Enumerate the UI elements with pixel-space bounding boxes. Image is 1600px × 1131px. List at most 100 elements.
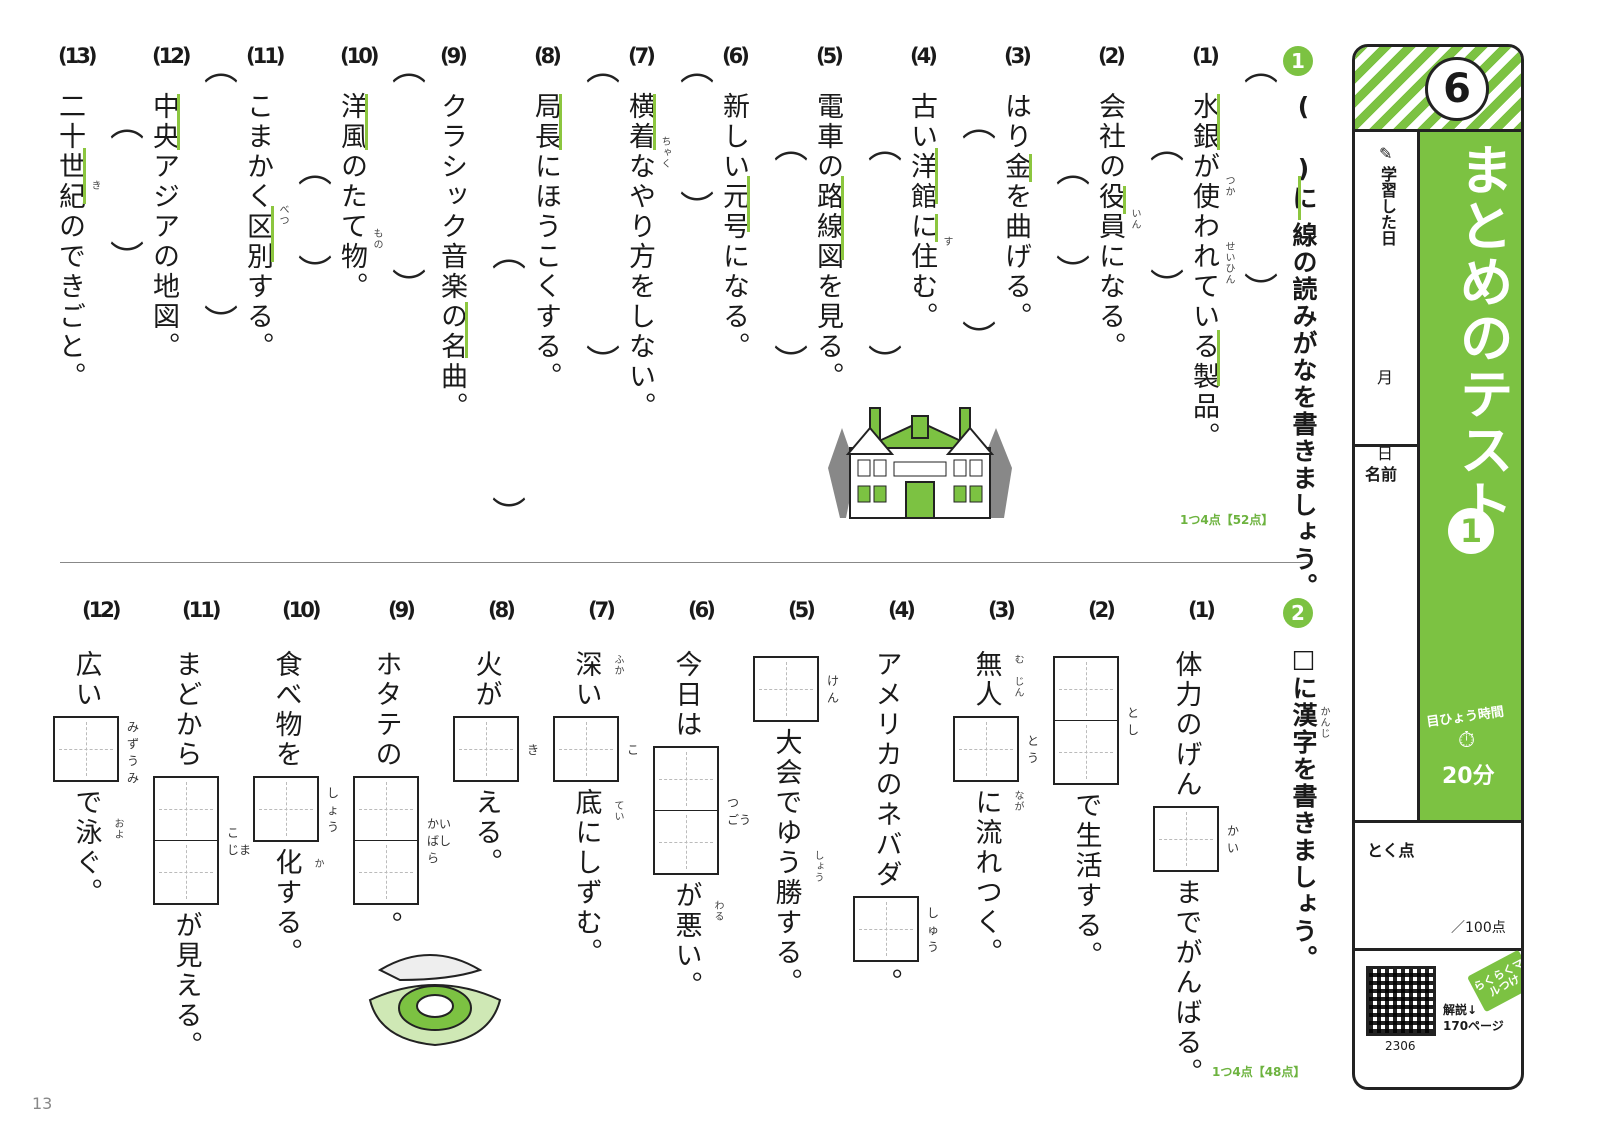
answer-paren-close[interactable]: ︶ [1056, 253, 1090, 293]
answer-paren-open[interactable]: ︵ [868, 127, 902, 167]
answer-paren-close[interactable]: ︶ [204, 303, 238, 343]
section2-instruction-ruby: かんじ [1318, 706, 1329, 739]
box-ruby: かい [1227, 824, 1240, 855]
kanji-answer-box[interactable]: かい [1153, 806, 1239, 872]
kanji-answer-box[interactable]: みずうみ [53, 716, 139, 785]
kanji-answer-box[interactable]: こ [553, 716, 639, 782]
answer-paren-close[interactable]: ︶ [586, 343, 620, 383]
answer-paren-open[interactable]: ︵ [298, 151, 332, 191]
s2-after: が悪い。 [670, 881, 702, 1001]
s2-item-number: (11) [182, 598, 221, 622]
s1-sentence: 二十世紀のできごと。 [54, 92, 85, 392]
answer-paren-open[interactable]: ︵ [680, 49, 714, 89]
kanji-answer-box[interactable]: しょう [253, 776, 339, 842]
kanji-answer-box[interactable]: かい ばしら [353, 776, 463, 905]
answer-paren-open[interactable]: ︵ [774, 127, 808, 167]
s1-item-number: (5) [816, 44, 844, 68]
s2-ruby: なが [1012, 790, 1023, 812]
s2-item: 広い みずうみ で泳ぐ。 [53, 650, 139, 908]
answer-paren-close[interactable]: ︶ [1244, 271, 1278, 311]
target-line [841, 176, 844, 260]
section2-points: 1つ4点【48点】 [1212, 1065, 1306, 1079]
s1-item-number: (4) [910, 44, 938, 68]
s2-item-number: (4) [888, 598, 916, 622]
answer-paren-close[interactable]: ︶ [868, 343, 902, 383]
s1-sentence: 局長にほうこくする。 [530, 92, 561, 392]
s2-before: 体力のげん [1170, 650, 1202, 800]
answer-paren-open[interactable]: ︵ [204, 49, 238, 89]
s2-item: ホタテの かい ばしら 。 [353, 650, 463, 941]
side-panel: 6 ✎ 学習した日 月 日 名前 まとめのテスト 1 目ひょう時間 ⏱ 20分 … [1352, 44, 1524, 1090]
answer-paren-open[interactable]: ︵ [392, 49, 426, 89]
answer-paren-close[interactable]: ︶ [680, 189, 714, 229]
answer-paren-close[interactable]: ︶ [298, 253, 332, 293]
answer-paren-open[interactable]: ︵ [1056, 151, 1090, 191]
box-ruby: き [527, 742, 540, 757]
kanji-answer-box[interactable]: しゅう [853, 896, 939, 962]
kanji-answer-box[interactable]: き [453, 716, 539, 782]
s2-item-number: (7) [588, 598, 616, 622]
s1-ruby: つか せいひん [1223, 175, 1234, 285]
s2-item: まどから こ じま が見える。 [153, 650, 251, 1061]
kanji-answer-box[interactable]: とう [953, 716, 1039, 782]
s1-sentence: 横着なやり方をしない。 [624, 92, 655, 422]
answer-ref-page: 170ページ [1443, 1019, 1504, 1033]
s2-before: 広い [70, 650, 102, 710]
answer-paren-open[interactable]: ︵ [110, 105, 144, 145]
s2-after: える。 [470, 788, 502, 878]
kanji-answer-box[interactable]: つ ごう [653, 746, 751, 875]
kanji-answer-box[interactable]: こ じま [153, 776, 251, 905]
unit-number-badge: 6 [1425, 57, 1489, 121]
scallop-illustration [368, 954, 502, 1047]
s1-ruby: もの [371, 228, 382, 250]
answer-paren-close[interactable]: ︶ [774, 343, 808, 383]
answer-area: 2306 解説↓ 170ページ らくらくマルつけ [1355, 948, 1521, 1087]
s1-sentence: はり金を曲げる。 [1000, 92, 1031, 332]
answer-paren-close[interactable]: ︶ [1150, 267, 1184, 307]
s2-ruby: わる [712, 900, 723, 922]
s2-before: 無人 [970, 650, 1002, 710]
s1-sentence: 電車の路線図を見る。 [812, 92, 843, 392]
kanji-answer-box[interactable]: けん [753, 656, 839, 722]
answer-paren-close[interactable]: ︶ [110, 239, 144, 279]
answer-paren-close[interactable]: ︶ [392, 267, 426, 307]
target-line [83, 176, 86, 204]
target-line [465, 302, 468, 358]
s2-ruby: む じん [1012, 654, 1023, 698]
answer-paren-open[interactable]: ︵ [1244, 49, 1278, 89]
score-label: とく点 [1367, 841, 1415, 860]
s2-ruby: か [312, 858, 323, 869]
box-ruby: と し [1127, 705, 1152, 737]
s2-item-number: (10) [282, 598, 321, 622]
test-number: 1 [1459, 512, 1483, 550]
s1-item-number: (1) [1192, 44, 1220, 68]
target-line [1123, 186, 1126, 214]
s1-sentence: こまかく区別する。 [242, 92, 273, 362]
answer-paren-open[interactable]: ︵ [492, 235, 526, 275]
s1-sentence: 中央アジアの地図。 [148, 92, 179, 362]
s2-before: ホタテの [370, 650, 402, 770]
answer-paren-open[interactable]: ︵ [1150, 127, 1184, 167]
s1-item-number: (10) [340, 44, 379, 68]
target-line [935, 214, 938, 242]
kanji-answer-box[interactable]: と し [1053, 656, 1151, 785]
instruction-sample-line [1298, 176, 1301, 220]
s2-item: 深い こ 底にしずむ。 [553, 650, 639, 968]
day-label: 日 [1377, 444, 1394, 463]
box-ruby: かい ばしら [427, 817, 464, 865]
s2-after: までがんばる。 [1170, 878, 1202, 1088]
qr-code[interactable] [1366, 966, 1436, 1036]
s1-sentence: クラシック音楽の名曲。 [436, 92, 467, 422]
box-ruby: こ じま [227, 825, 252, 857]
code-number: 2306 [1385, 1039, 1416, 1053]
answer-paren-close[interactable]: ︶ [492, 495, 526, 535]
s2-after: で生活する。 [1070, 791, 1102, 971]
target-line [365, 94, 368, 150]
s2-before: 火が [470, 650, 502, 710]
answer-paren-open[interactable]: ︵ [586, 49, 620, 89]
s2-after: に流れつく。 [970, 788, 1002, 968]
answer-paren-open[interactable]: ︵ [962, 105, 996, 145]
s1-sentence: 水銀が使われている製品。 [1188, 92, 1219, 452]
s1-ruby: ちゃく [659, 136, 670, 169]
answer-paren-close[interactable]: ︶ [962, 319, 996, 359]
